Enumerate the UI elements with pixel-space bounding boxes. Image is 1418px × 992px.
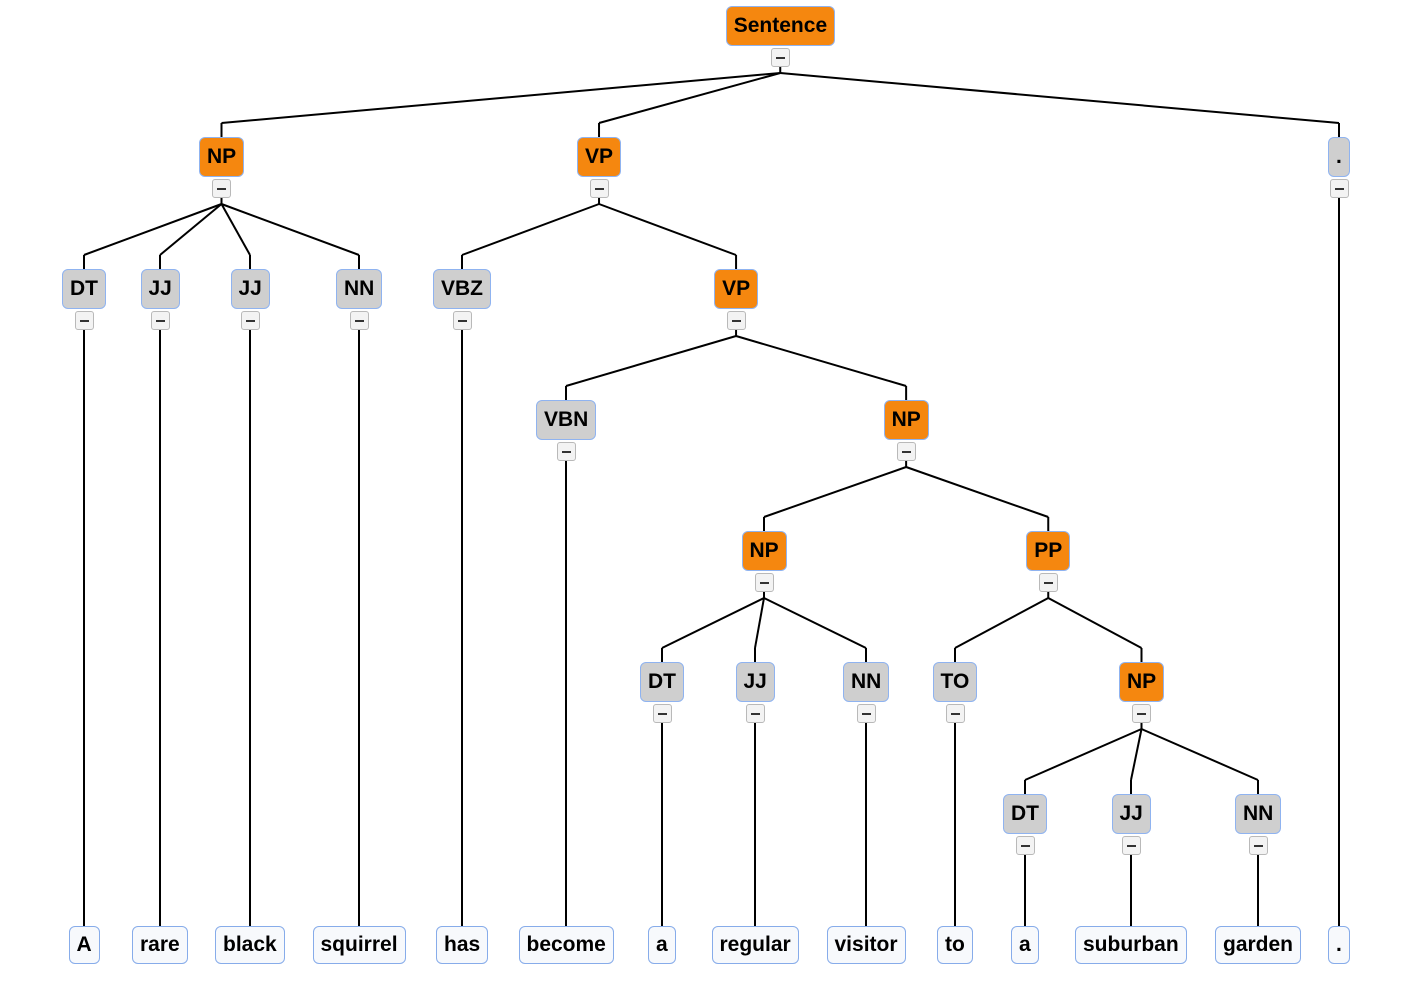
word-token-regular[interactable]: regular [711,926,799,964]
collapse-toggle-icon[interactable] [754,573,774,592]
word-token-a[interactable]: a [648,926,676,964]
tree-edge [763,597,867,649]
pos-tag-node-jj[interactable]: JJ [140,269,180,309]
tree-edge [221,203,360,256]
pos-tag-node-period[interactable]: . [1328,137,1350,177]
tree-edge [461,203,600,256]
word-token-a[interactable]: a [1011,926,1039,964]
collapse-toggle-icon[interactable] [556,442,576,461]
collapse-toggle-icon[interactable] [240,311,260,330]
phrase-node-np[interactable]: NP [741,531,787,571]
phrase-node-vp[interactable]: VP [577,137,622,177]
pos-tag-node-jj[interactable]: JJ [1111,794,1151,834]
pos-tag-node-dt[interactable]: DT [1003,794,1047,834]
phrase-node-np[interactable]: NP [199,137,245,177]
tree-edge [661,597,765,649]
collapse-toggle-icon[interactable] [74,311,94,330]
collapse-toggle-icon[interactable] [212,179,231,198]
tree-edge [780,72,1340,124]
collapse-toggle-icon[interactable] [726,311,746,330]
pos-tag-node-jj[interactable]: JJ [735,662,775,702]
collapse-toggle-icon[interactable] [856,704,876,723]
pos-tag-node-nn[interactable]: NN [1235,794,1282,834]
pos-tag-node-dt[interactable]: DT [640,662,684,702]
word-token-become[interactable]: become [518,926,614,964]
collapse-toggle-icon[interactable] [1015,836,1035,855]
collapse-toggle-icon[interactable] [1132,704,1151,723]
pos-tag-node-nn[interactable]: NN [336,269,383,309]
tree-edge [1141,728,1259,781]
pos-tag-node-to[interactable]: TO [932,662,978,702]
word-token-garden[interactable]: garden [1215,926,1302,964]
phrase-node-np[interactable]: NP [883,400,929,440]
word-token-squirrel[interactable]: squirrel [312,926,406,964]
collapse-toggle-icon[interactable] [945,704,965,723]
collapse-toggle-icon[interactable] [150,311,170,330]
word-token-visitor[interactable]: visitor [826,926,906,964]
word-token-black[interactable]: black [215,926,285,964]
collapse-toggle-icon[interactable] [745,704,765,723]
tree-edge [221,72,781,124]
tree-edge [565,335,737,387]
pos-tag-node-vbn[interactable]: VBN [536,400,597,440]
collapse-toggle-icon[interactable] [652,704,672,723]
phrase-node-vp[interactable]: VP [714,269,759,309]
tree-edge [754,597,765,649]
tree-edge [1024,728,1142,781]
tree-edge [83,203,222,256]
pos-tag-node-jj[interactable]: JJ [230,269,270,309]
word-token-has[interactable]: has [436,926,489,964]
word-token-rare[interactable]: rare [132,926,188,964]
collapse-toggle-icon[interactable] [896,442,916,461]
pos-tag-node-dt[interactable]: DT [62,269,106,309]
collapse-toggle-icon[interactable] [1329,179,1349,198]
phrase-node-pp[interactable]: PP [1026,531,1071,571]
word-token-to[interactable]: to [937,926,973,964]
word-token-a[interactable]: A [68,926,100,964]
collapse-toggle-icon[interactable] [349,311,369,330]
pos-tag-node-vbz[interactable]: VBZ [433,269,491,309]
tree-edge [1047,597,1142,649]
phrase-node-np[interactable]: NP [1119,662,1165,702]
word-token-period[interactable]: . [1328,926,1350,964]
collapse-toggle-icon[interactable] [1038,573,1058,592]
collapse-toggle-icon[interactable] [589,179,609,198]
tree-edge [598,72,781,124]
tree-edge [735,335,907,387]
tree-edge [159,203,223,256]
collapse-toggle-icon[interactable] [1121,836,1141,855]
collapse-toggle-icon[interactable] [770,48,790,67]
tree-edge [905,466,1049,518]
tree-edge [1130,728,1143,781]
collapse-toggle-icon[interactable] [1248,836,1268,855]
collapse-toggle-icon[interactable] [452,311,472,330]
tree-edge [954,597,1049,649]
tree-edge [220,203,251,256]
word-token-suburban[interactable]: suburban [1075,926,1187,964]
tree-edge [598,203,737,256]
tree-edge [763,466,907,518]
pos-tag-node-nn[interactable]: NN [843,662,890,702]
phrase-node-sentence[interactable]: Sentence [725,6,836,46]
